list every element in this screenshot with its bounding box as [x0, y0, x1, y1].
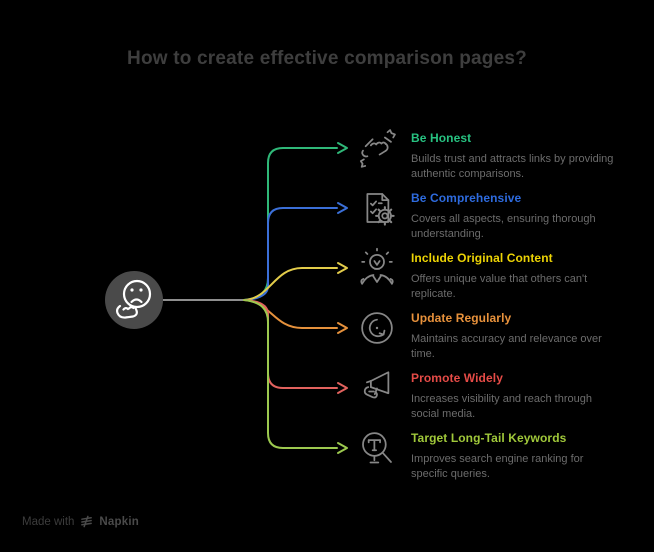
item-heading: Update Regularly: [411, 311, 512, 325]
item-heading: Be Comprehensive: [411, 191, 522, 205]
item-heading: Be Honest: [411, 131, 472, 145]
list-item-include-original-content: Include Original Content Offers unique v…: [356, 247, 626, 301]
arrowhead-icon: [337, 202, 348, 214]
item-description: Increases visibility and reach through s…: [411, 393, 592, 420]
list-item-be-comprehensive: Be Comprehensive Covers all aspects, ens…: [356, 191, 626, 241]
item-description: Covers all aspects, ensuring thorough un…: [411, 213, 596, 240]
magnifier-keyword-icon: [356, 427, 398, 469]
thinking-face-icon: [105, 271, 163, 329]
napkin-logo-icon: [81, 515, 93, 528]
megaphone-icon: [356, 367, 398, 409]
arrowhead-icon: [337, 142, 348, 154]
branch-line-target-long-tail-keywords: [243, 299, 348, 454]
item-heading: Target Long-Tail Keywords: [411, 431, 567, 445]
made-with-napkin-credit[interactable]: Made with Napkin: [22, 515, 139, 528]
arrowhead-icon: [337, 442, 348, 454]
idea-lightbulb-icon: [356, 247, 398, 289]
branch-line-be-honest: [243, 142, 348, 301]
item-description: Offers unique value that others can't re…: [411, 273, 588, 300]
napkin-brand-label: Napkin: [99, 515, 139, 528]
refresh-cycle-icon: [356, 307, 398, 349]
list-item-promote-widely: Promote Widely Increases visibility and …: [356, 371, 626, 421]
document-checklist-gear-icon: [356, 187, 398, 229]
list-item-be-honest: Be Honest Builds trust and attracts link…: [356, 129, 626, 181]
arrowhead-icon: [337, 262, 348, 274]
item-heading: Include Original Content: [411, 251, 553, 265]
item-description: Builds trust and attracts links by provi…: [411, 153, 614, 180]
item-description: Maintains accuracy and relevance over ti…: [411, 333, 602, 360]
list-item-update-regularly: Update Regularly Maintains accuracy and …: [356, 311, 626, 361]
branch-line-be-comprehensive: [243, 202, 348, 301]
made-with-label: Made with: [22, 515, 75, 528]
list-item-target-long-tail-keywords: Target Long-Tail Keywords Improves searc…: [356, 431, 626, 481]
branch-line-promote-widely: [243, 299, 348, 394]
handshake-icon: [356, 127, 398, 169]
page-title: How to create effective comparison pages…: [127, 48, 527, 69]
branch-line-include-original-content: [243, 262, 348, 301]
arrowhead-icon: [337, 322, 348, 334]
item-description: Improves search engine ranking for speci…: [411, 453, 584, 480]
item-heading: Promote Widely: [411, 371, 503, 385]
arrowhead-icon: [337, 382, 348, 394]
